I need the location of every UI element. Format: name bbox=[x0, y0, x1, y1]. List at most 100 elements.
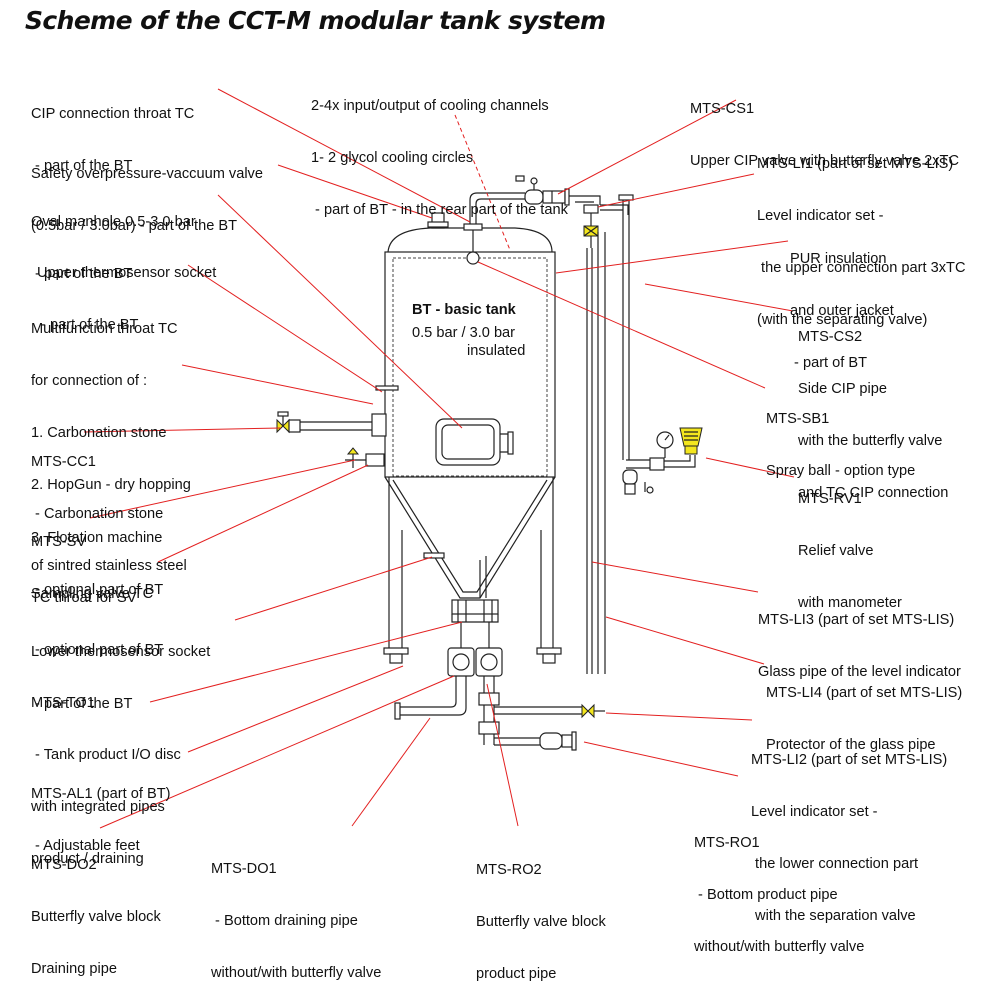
label-do1: MTS-DO1 - Bottom draining pipe without/w… bbox=[211, 826, 381, 1000]
label-line: - optional part of BT bbox=[31, 642, 164, 659]
label-line: 1. Carbonation stone bbox=[31, 425, 167, 442]
label-line: CIP connection throat TC bbox=[31, 105, 195, 122]
label-line: - Bottom product pipe bbox=[694, 887, 838, 904]
cs2-handle-knob bbox=[646, 486, 654, 494]
label-line: Protector of the glass pipe bbox=[766, 737, 936, 754]
foot-left-pad bbox=[389, 653, 403, 664]
lower-thermo-socket bbox=[423, 552, 445, 559]
cs2-valve-body bbox=[624, 483, 636, 495]
label-line: for connection of : bbox=[31, 373, 148, 390]
to1-disc-lower bbox=[451, 614, 499, 623]
label-pur: PUR insulation and outer jacket - part o… bbox=[790, 216, 894, 390]
ro1-flange bbox=[571, 731, 577, 751]
spray-ball-shape bbox=[466, 251, 480, 265]
manhole-hinge-plate bbox=[507, 431, 514, 455]
label-sb1: MTS-SB1 Spray ball - option type bbox=[766, 376, 915, 498]
label-line: - Adjustable feet bbox=[31, 838, 140, 855]
label-manhole: Oval manhole 0.5-3.0 bar - part of the B… bbox=[31, 179, 196, 301]
label-line: with the butterfly valve bbox=[798, 433, 943, 450]
cc1-pipe bbox=[300, 421, 372, 431]
label-line: Glass pipe of the level indicator bbox=[758, 664, 961, 681]
label-to1: MTS-TO1 - Tank product I/O disc with int… bbox=[31, 660, 181, 886]
label-line: Multifunction throat TC bbox=[31, 320, 178, 337]
label-line: Draining pipe bbox=[31, 961, 117, 978]
label-cip-throat: CIP connection throat TC - part of the B… bbox=[31, 71, 194, 193]
tank-legs bbox=[388, 477, 554, 648]
label-line: MTS-DO1 bbox=[211, 860, 277, 877]
label-multifunction: Multifunction throat TC for connection o… bbox=[31, 286, 191, 617]
foot-right-pad bbox=[542, 653, 556, 664]
label-line: product pipe bbox=[476, 966, 557, 983]
label-line: Side CIP pipe bbox=[798, 381, 887, 398]
label-line: Upper CIP valve with butterfly valve 2xT… bbox=[690, 153, 960, 170]
label-line: MTS-LI2 (part of set MTS-LIS) bbox=[751, 751, 948, 768]
label-line: Oval manhole 0.5-3.0 bar bbox=[31, 213, 196, 230]
label-line: Level indicator set - bbox=[757, 208, 884, 225]
sampling-valve-handle bbox=[346, 447, 360, 455]
cooling-leader bbox=[454, 114, 511, 251]
sampling-valve-shape bbox=[365, 453, 385, 467]
rv1-elbow bbox=[664, 455, 696, 468]
label-line: - part of BT bbox=[790, 355, 868, 372]
label-line: Butterfly valve block bbox=[476, 914, 606, 931]
label-cs2: MTS-CS2 Side CIP pipe with the butterfly… bbox=[798, 294, 948, 520]
label-line: MTS-TO1 bbox=[31, 694, 95, 711]
to1-pipes bbox=[460, 622, 490, 648]
label-line: - Carbonation stone bbox=[31, 506, 164, 523]
relief-valve-lines bbox=[684, 431, 698, 441]
label-line: without/with butterfly valve bbox=[694, 939, 865, 956]
label-tc-throat-sv: TC throat for SV - optional part of BT bbox=[31, 555, 163, 677]
tank-cone-inner bbox=[392, 479, 548, 593]
li1-upper-pipe bbox=[569, 195, 601, 205]
label-cs1: MTS-CS1 Upper CIP valve with butterfly v… bbox=[690, 66, 959, 188]
manometer-needle bbox=[664, 434, 670, 441]
label-line: - part of the BT bbox=[31, 158, 133, 175]
label-line: - Tank product I/O disc bbox=[31, 747, 181, 764]
label-line: MTS-LI1 (part of set MTS-LIS) bbox=[757, 155, 954, 172]
label-line: MTS-SB1 bbox=[766, 410, 830, 427]
cs1-valve-handle bbox=[515, 175, 525, 182]
label-li4: MTS-LI4 (part of set MTS-LIS) Protector … bbox=[766, 650, 962, 772]
label-line: Level indicator set - bbox=[751, 804, 878, 821]
label-line: MTS-RO1 bbox=[694, 834, 760, 851]
cs1-valve-knob bbox=[530, 177, 538, 185]
safety-valve-base bbox=[427, 221, 449, 228]
label-sv: MTS-SV Sampling valve TC bbox=[31, 499, 153, 621]
tank-schematic bbox=[83, 88, 795, 829]
label-line: with integrated pipes bbox=[31, 799, 165, 816]
tank-text: BT - basic tank 0.5 bar / 3.0 bar insula… bbox=[412, 300, 525, 359]
label-safety-valve: Safety overpressure-vaccuum valve (0.5ba… bbox=[31, 131, 263, 253]
label-cooling: 2-4x input/output of cooling channels 1-… bbox=[311, 63, 568, 237]
to1-disc-bolts bbox=[457, 600, 493, 622]
tank-jacket bbox=[384, 251, 556, 478]
label-line: - Bottom draining pipe bbox=[211, 913, 358, 930]
rv1-connector bbox=[649, 457, 665, 471]
label-line: Spray ball - option type bbox=[766, 463, 916, 480]
tank-spec-pressure: 0.5 bar / 3.0 bar bbox=[412, 325, 516, 341]
li1-side-pipe bbox=[600, 204, 629, 215]
label-line: - part of the BT bbox=[31, 696, 133, 713]
li2-pipe bbox=[494, 706, 582, 715]
label-line: Butterfly valve block bbox=[31, 909, 161, 926]
label-line: MTS-LI3 (part of set MTS-LIS) bbox=[758, 611, 955, 628]
cip-pipe bbox=[469, 192, 525, 228]
label-do2: MTS-DO2 Butterfly valve block Draining p… bbox=[31, 822, 161, 996]
ro2-disc bbox=[480, 653, 498, 671]
cc1-valve-body bbox=[288, 419, 301, 433]
side-cip-flange bbox=[618, 194, 634, 201]
li1-valve-cross bbox=[583, 225, 599, 237]
label-line: and outer jacket bbox=[790, 303, 894, 320]
label-line: without/with butterfly valve bbox=[211, 965, 382, 982]
label-line: MTS-RO2 bbox=[476, 861, 542, 878]
li2-valve bbox=[581, 703, 595, 719]
label-line: the lower connection part bbox=[751, 856, 919, 873]
label-line: the upper connection part 3xTC bbox=[757, 260, 966, 277]
label-line: and TC CIP connection bbox=[798, 485, 949, 502]
label-line: Upper thermosensor socket bbox=[37, 264, 217, 281]
cs2-valve bbox=[622, 469, 638, 485]
foot-left bbox=[383, 647, 409, 655]
label-line: TC throat for SV bbox=[31, 589, 137, 606]
product-pipe-coupling-2 bbox=[478, 721, 500, 735]
label-line: MTS-CC1 bbox=[31, 453, 96, 470]
label-line: - part of the BT bbox=[37, 317, 139, 334]
